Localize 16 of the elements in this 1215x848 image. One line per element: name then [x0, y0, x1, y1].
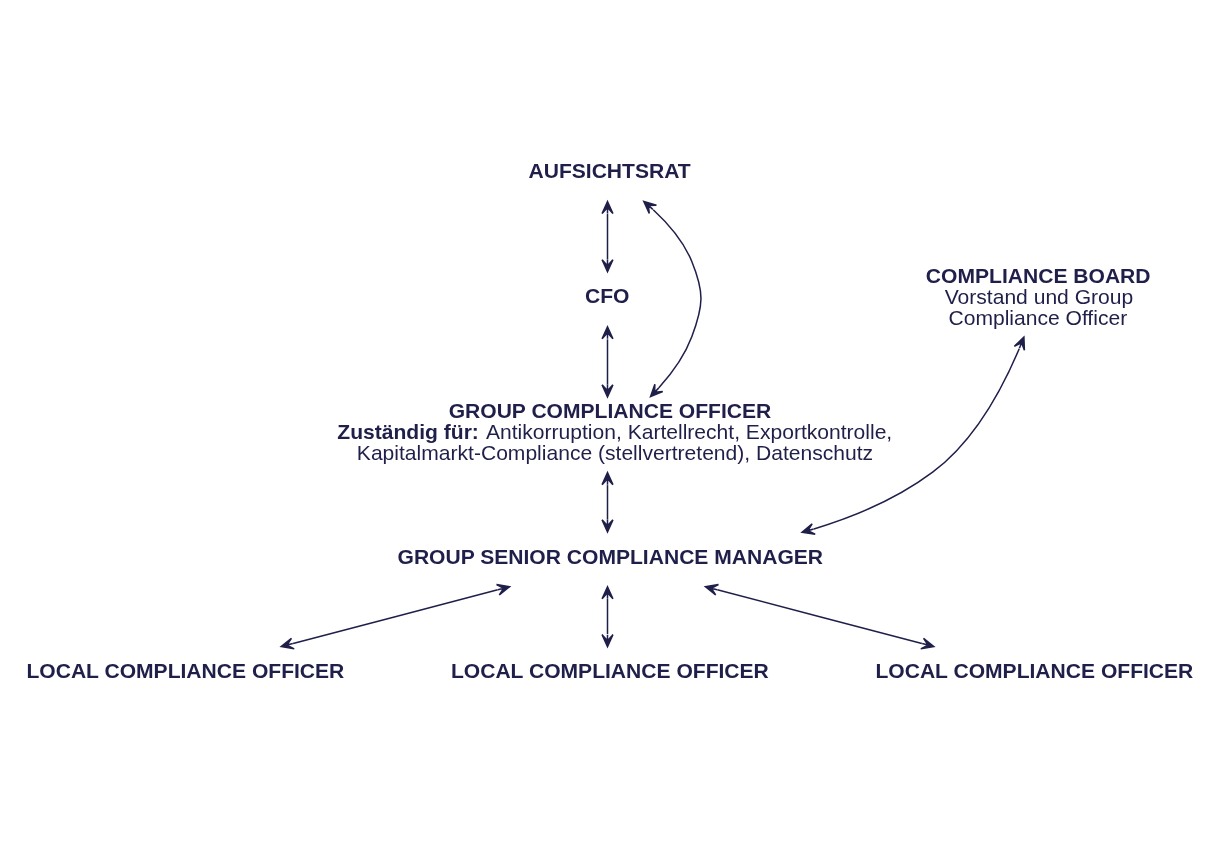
- arrow: [704, 583, 935, 650]
- node-text: AUFSICHTSRAT: [528, 159, 691, 183]
- arrow: [601, 471, 614, 533]
- node-text: COMPLIANCE BOARD Vorstand und Group Compliance Officer: [925, 263, 1151, 329]
- node-text: CFO: [584, 284, 630, 308]
- node-text: LOCAL COMPLIANCE OFFICER: [450, 658, 769, 682]
- arrow: [801, 336, 1026, 535]
- node-text: GROUP COMPLIANCE OFFICER Zuständig für: Antikorruption, Kartellrecht, Exportkontrolle, Kapitalmarkt-Compliance (stellvertretend), Datenschutz: [337, 399, 893, 465]
- arrow: [643, 200, 702, 398]
- node-text: LOCAL COMPLIANCE OFFICER: [875, 658, 1194, 682]
- arrow: [601, 200, 614, 273]
- node-text: LOCAL COMPLIANCE OFFICER: [26, 658, 345, 682]
- arrow: [601, 326, 614, 398]
- arrow: [601, 586, 614, 648]
- node-text: GROUP SENIOR COMPLIANCE MANAGER: [397, 544, 824, 568]
- arrow: [280, 583, 511, 650]
